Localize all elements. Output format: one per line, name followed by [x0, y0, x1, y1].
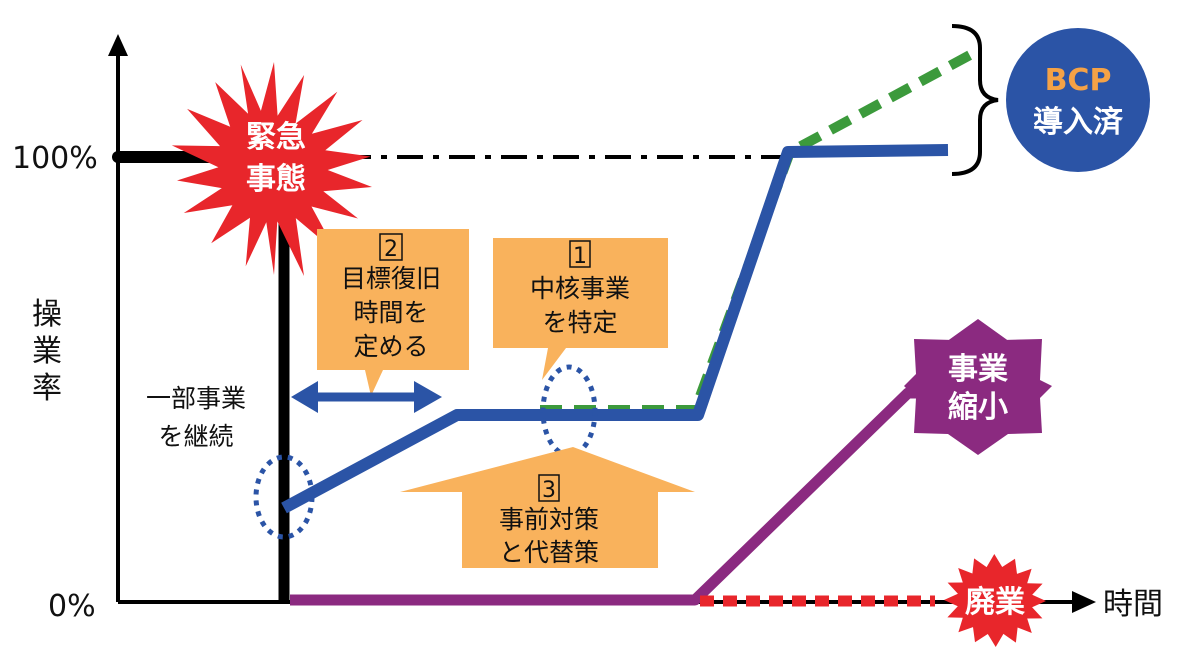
y-axis-title-2: 業 — [32, 334, 62, 369]
callout-3-number: 3 — [542, 478, 556, 503]
closure-badge — [944, 554, 1046, 647]
callout-1-box — [493, 238, 668, 380]
callout-1-line-1: 中核事業 — [530, 274, 630, 303]
partial-label-1: 一部事業 — [146, 384, 246, 413]
x-axis-arrowhead — [1072, 591, 1096, 613]
callout-1-line-2: を特定 — [542, 308, 617, 337]
callout-1-number: 1 — [573, 244, 587, 269]
bcp-recovery-line — [281, 144, 949, 514]
y-label-0: 0% — [48, 589, 96, 624]
bcp-label-bottom: 導入済 — [1033, 105, 1124, 140]
callout-2-line-3: 定める — [353, 332, 428, 361]
closure-label: 廃業 — [965, 585, 1025, 620]
shrink-badge — [904, 319, 1052, 455]
callout-2-line-1: 目標復旧 — [341, 264, 441, 293]
recovery-time-arrow-left — [291, 381, 318, 413]
recovery-time-arrow-right — [414, 381, 442, 413]
callout-3-line-1: 事前対策 — [499, 505, 599, 534]
callout-3-line-2: と代替策 — [499, 538, 599, 567]
shrink-label-2: 縮小 — [948, 390, 1008, 425]
callout-2-number-box — [379, 233, 403, 261]
improvement-brace — [951, 24, 999, 176]
partial-continuation-marker — [253, 454, 315, 540]
callout-3-arrow — [400, 447, 695, 568]
y-label-100: 100% — [12, 141, 98, 176]
callout-1-number-box — [569, 240, 591, 268]
bcp-circle — [1006, 28, 1150, 172]
emergency-label-1: 緊急 — [246, 120, 306, 155]
callout-2-line-2: 時間を — [353, 298, 428, 327]
callout-2-box — [317, 229, 469, 396]
y-axis-arrowhead — [108, 34, 128, 56]
partial-label-2: を継続 — [158, 422, 233, 451]
emergency-star — [171, 62, 372, 276]
x-axis-title: 時間 — [1103, 587, 1163, 622]
emergency-label-2: 事態 — [246, 162, 306, 197]
bcp-label-top: BCP — [1045, 63, 1112, 98]
callout-2-number: 2 — [384, 237, 398, 262]
callout-3-number-box — [538, 474, 560, 502]
y-axis-title-3: 率 — [32, 371, 62, 406]
shrink-label-1: 事業 — [948, 352, 1008, 387]
y-axis-title-1: 操 — [32, 297, 62, 332]
